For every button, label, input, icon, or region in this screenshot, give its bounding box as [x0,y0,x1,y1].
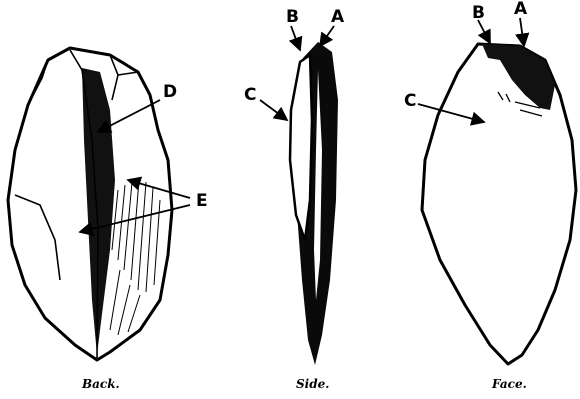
face-dark-shading [482,44,555,110]
arrow-a-face [520,18,524,46]
arrow-b-face [478,20,490,43]
side-view: B A C Side. [244,7,345,391]
back-dark-facet [82,68,115,355]
label-a-face: A [514,0,528,19]
label-c-side: C [244,85,256,105]
arrow-a-side [320,26,334,46]
label-d: D [163,82,177,102]
arrow-b-side [291,26,300,50]
back-left-facet [15,60,60,280]
label-c-face: C [404,91,416,111]
label-a-side: A [331,7,345,27]
face-view: B A C Face. [404,0,576,391]
side-light-face [290,55,312,240]
arrow-c-face [418,104,484,122]
arrow-c-side [260,100,287,120]
label-b-side: B [286,7,299,27]
caption-back: Back. [81,377,120,391]
caption-face: Face. [491,377,527,391]
label-e: E [196,191,208,211]
caption-side: Side. [296,377,329,391]
back-view: D E Back. [8,48,208,391]
